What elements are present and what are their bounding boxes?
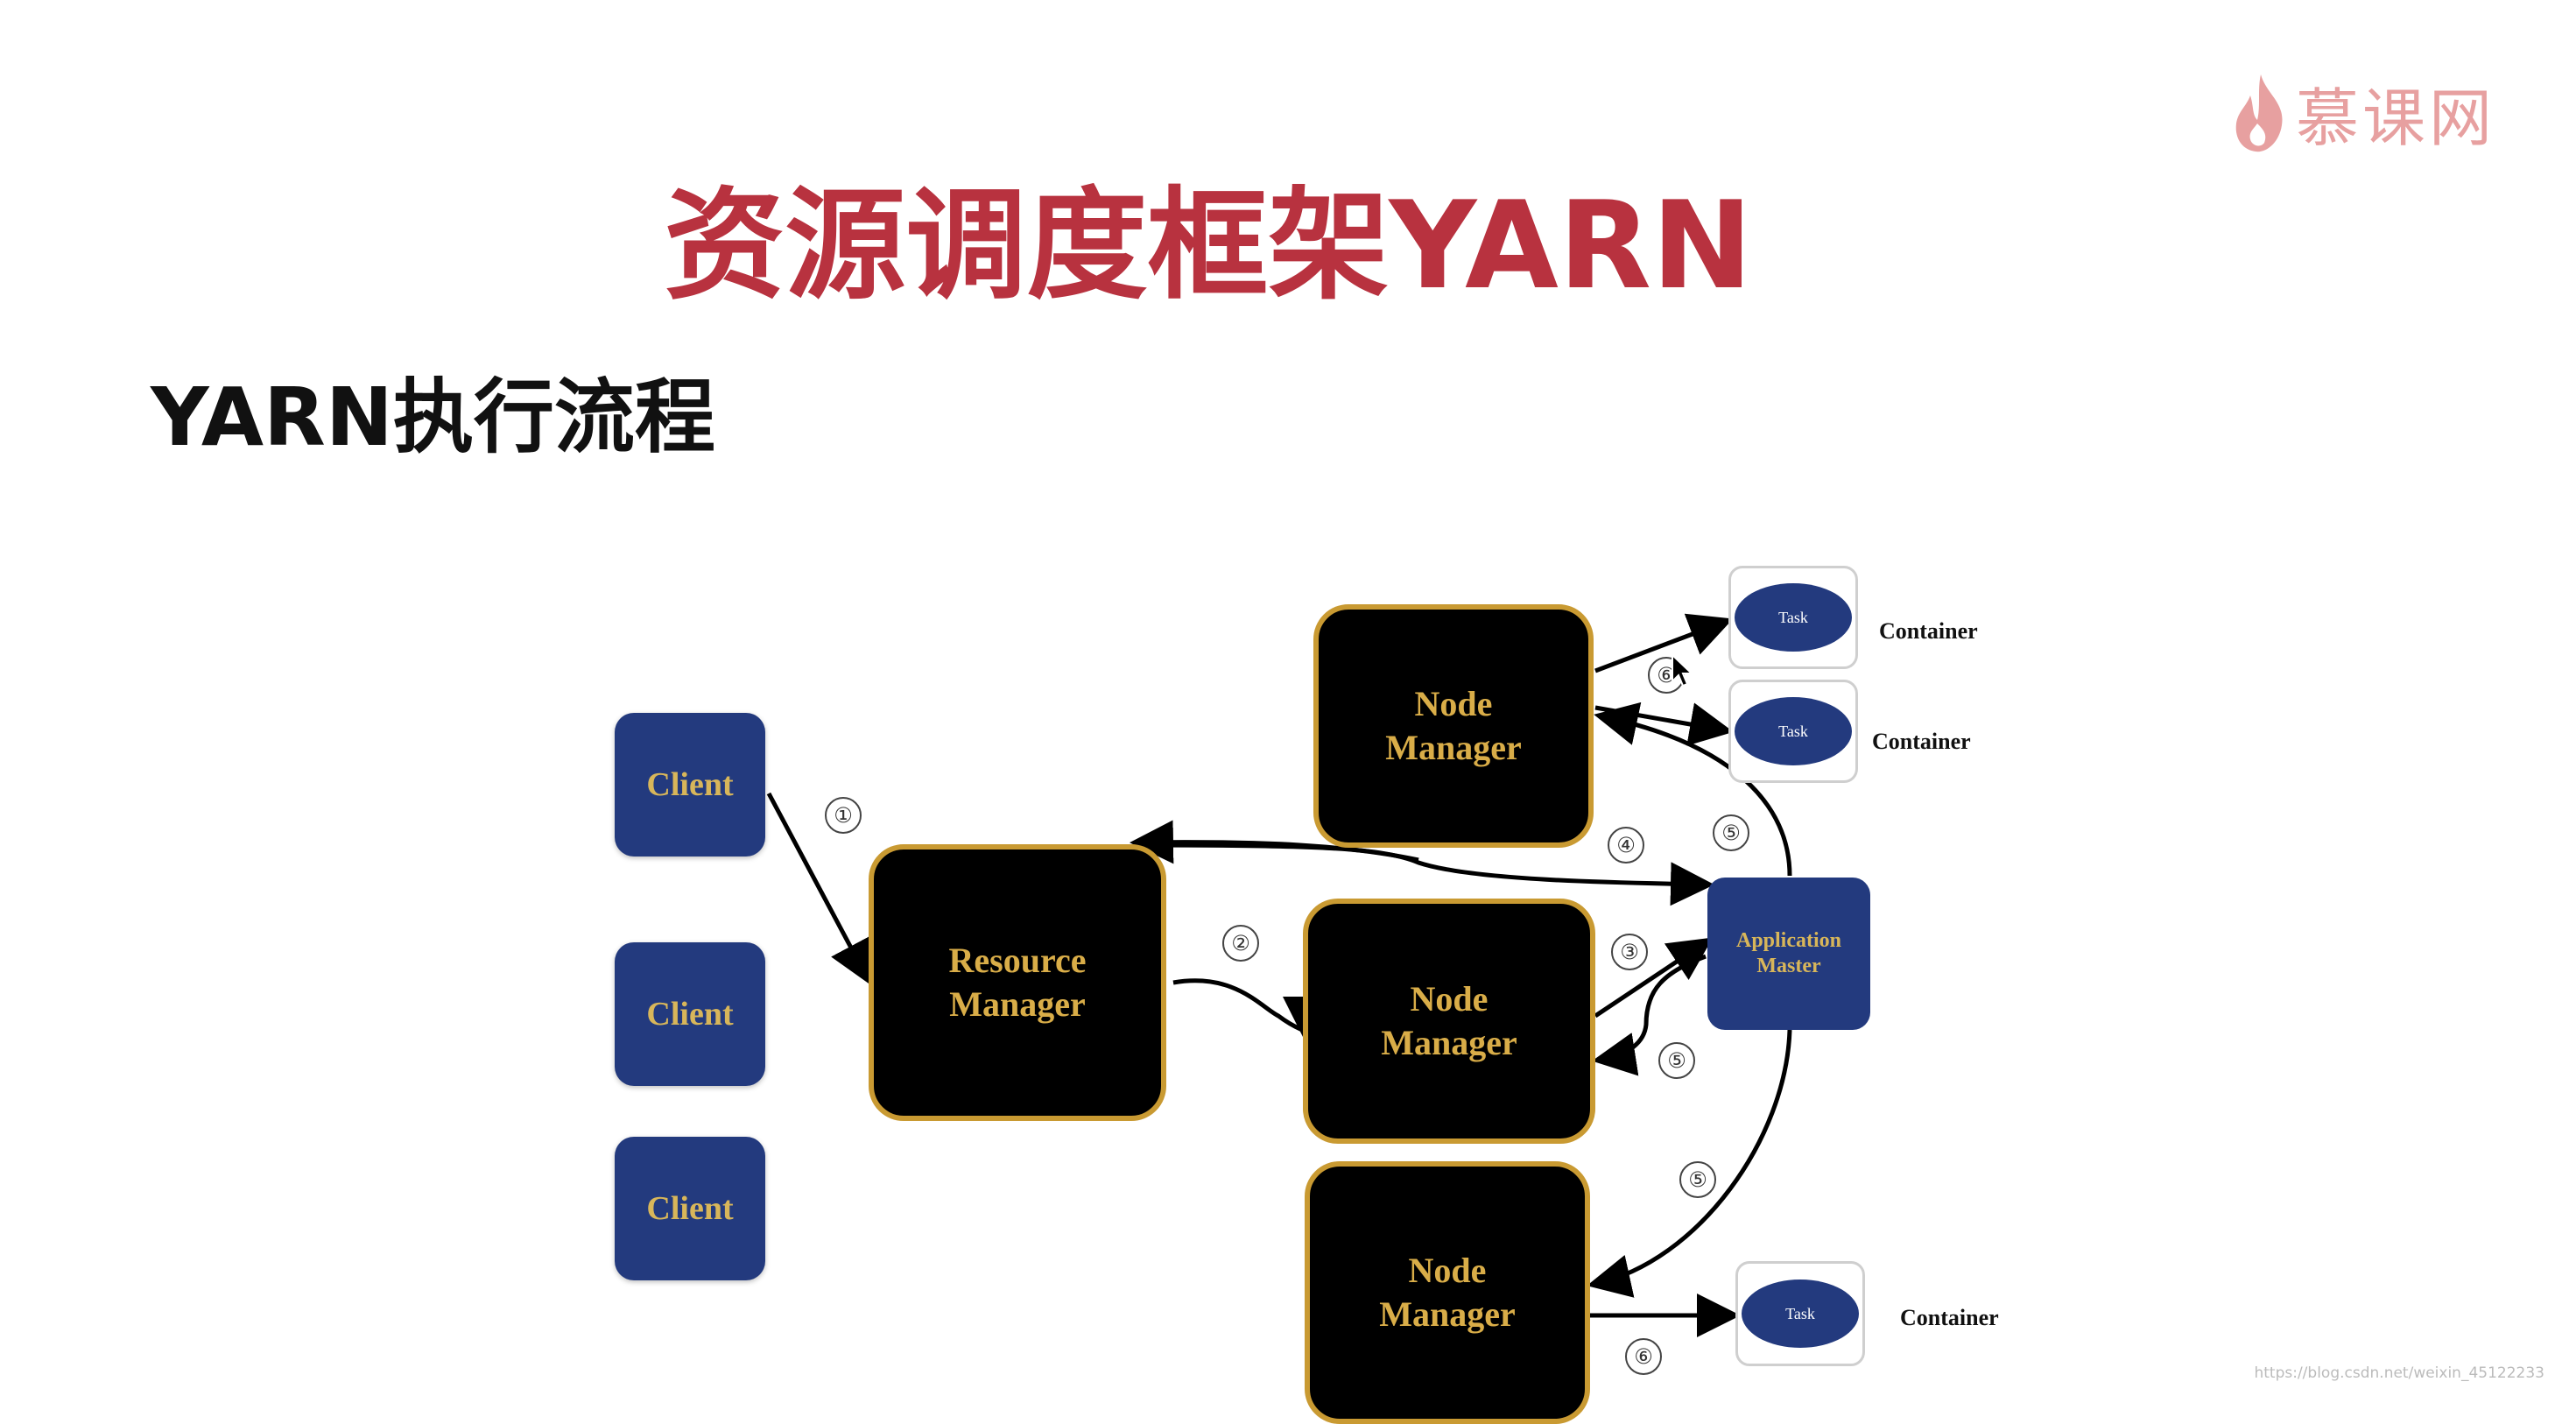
nm-label-line2: Manager — [1385, 728, 1522, 767]
nm-label-line1: Node — [1414, 684, 1493, 723]
client-node-3: Client — [615, 1137, 765, 1280]
section-subtitle: YARN执行流程 — [151, 370, 715, 464]
client-label: Client — [646, 766, 734, 803]
arrow-nm1-to-task1 — [1594, 613, 1734, 673]
arrow-am-to-nm2 — [1592, 954, 1707, 1076]
step-6-label-bottom: ⑥ — [1625, 1338, 1662, 1375]
rm-label-line1: Resource — [948, 941, 1087, 980]
step-4-label: ④ — [1608, 827, 1644, 864]
client-node-1: Client — [615, 713, 765, 857]
arrow-rm-to-am — [1146, 842, 1714, 906]
step-3-label: ③ — [1611, 934, 1648, 970]
task-ellipse: Task — [1735, 583, 1852, 652]
task-ellipse: Task — [1742, 1279, 1859, 1348]
client-node-2: Client — [615, 942, 765, 1086]
container-1: Task — [1728, 566, 1858, 669]
step-5-label-mid: ⑤ — [1658, 1042, 1695, 1079]
step-5-label-top: ⑤ — [1713, 814, 1749, 851]
logo-text: 慕课网 — [2296, 81, 2496, 155]
container-2: Task — [1728, 680, 1858, 783]
step-1-label: ① — [825, 797, 862, 834]
arrow-nm1-to-task2 — [1594, 702, 1734, 746]
rm-label-line2: Manager — [949, 984, 1086, 1024]
diagram-arrows — [766, 613, 1792, 1337]
page-title: 资源调度框架YARN — [664, 175, 1753, 316]
nm-label-line1: Node — [1408, 1251, 1487, 1290]
am-label-line1: Application — [1735, 929, 1842, 953]
arrow-client-to-rm — [766, 792, 871, 985]
am-label-line2: Master — [1756, 955, 1821, 977]
nm-label-line1: Node — [1410, 979, 1489, 1019]
watermark-url: https://blog.csdn.net/weixin_45122233 — [2254, 1364, 2544, 1382]
nm-label-line2: Manager — [1381, 1023, 1517, 1062]
step-2-label: ② — [1222, 925, 1259, 962]
container-label-3: Container — [1900, 1305, 1999, 1330]
container-label-1: Container — [1879, 618, 1978, 644]
container-3: Task — [1735, 1261, 1865, 1366]
task-ellipse: Task — [1735, 697, 1852, 765]
arrow-nm2-to-am — [1594, 937, 1714, 1019]
arrow-am-to-rm — [1130, 820, 1419, 864]
brand-logo: 慕课网 — [2231, 67, 2495, 159]
arrow-am-to-nm3 — [1587, 1029, 1792, 1298]
client-label: Client — [646, 1190, 734, 1227]
nm-label-line2: Manager — [1379, 1294, 1516, 1334]
step-5-label-low: ⑤ — [1679, 1161, 1716, 1198]
arrow-rm-to-nm2 — [1172, 978, 1327, 1040]
client-label: Client — [646, 996, 734, 1033]
flame-icon — [2235, 74, 2283, 152]
container-label-2: Container — [1872, 729, 1971, 754]
mouse-cursor-icon — [1672, 653, 1693, 687]
